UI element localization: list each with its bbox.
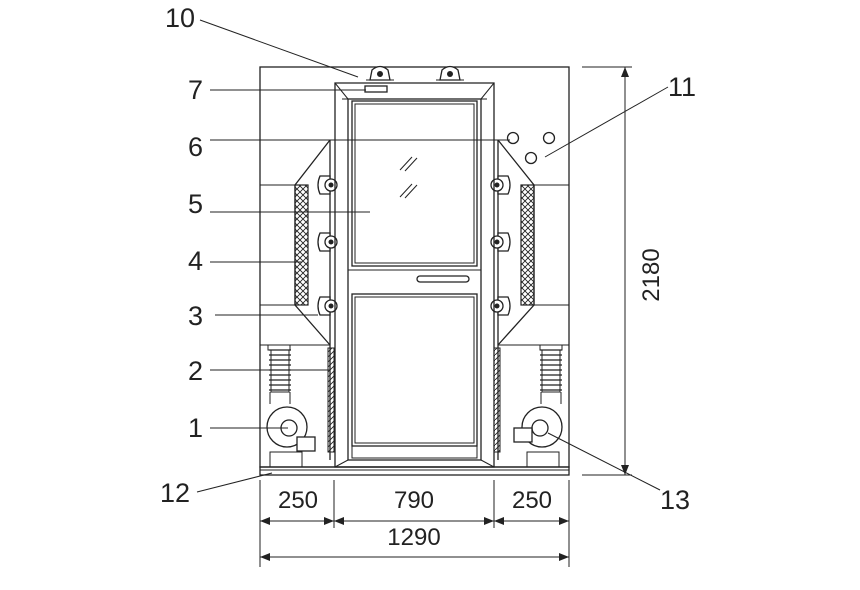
dim-right-width: 250 (512, 487, 552, 514)
motor (296, 436, 316, 452)
left-hepa-filter (294, 184, 309, 306)
callout-12: 12 (160, 478, 190, 508)
control-button (524, 151, 538, 165)
control-buttons (506, 131, 556, 165)
dimension-lines (259, 66, 632, 567)
left-frame-strip (327, 347, 335, 453)
right-blower (513, 344, 563, 468)
door-frame (334, 82, 495, 468)
callout-6: 6 (188, 132, 203, 162)
callout-labels: 10 7 6 5 4 3 2 1 12 11 13 (160, 3, 696, 515)
lower-glass-pane (351, 293, 478, 447)
top-lamps (366, 65, 464, 81)
control-button (506, 131, 520, 145)
glass-door (347, 98, 482, 461)
callout-4: 4 (188, 246, 203, 276)
dim-door-width: 790 (394, 487, 434, 514)
dim-left-width: 250 (278, 487, 318, 514)
upper-glass-pane (351, 100, 478, 267)
electronic-lock (364, 85, 388, 93)
blower-base (526, 451, 560, 468)
callout-1: 1 (188, 413, 203, 443)
left-blower (266, 344, 316, 468)
left-nozzles (317, 175, 338, 316)
callout-13: 13 (660, 485, 690, 515)
blower-base (269, 451, 303, 468)
callout-2: 2 (188, 356, 203, 386)
callout-7: 7 (188, 75, 203, 105)
control-button (542, 131, 556, 145)
dimension-labels: 250 790 250 1290 2180 (278, 248, 665, 551)
glass-reflection-marks (399, 156, 418, 199)
callout-5: 5 (188, 189, 203, 219)
door-kick-plate (351, 445, 478, 459)
leader-lines (196, 19, 669, 493)
right-frame-strip (493, 347, 501, 453)
dim-total-height: 2180 (638, 248, 665, 301)
dim-total-width: 1290 (387, 524, 440, 551)
callout-11: 11 (668, 72, 696, 102)
right-hepa-filter (520, 184, 535, 306)
callout-3: 3 (188, 301, 203, 331)
callout-10: 10 (165, 3, 195, 33)
door-handle (416, 275, 470, 283)
motor (513, 427, 533, 443)
